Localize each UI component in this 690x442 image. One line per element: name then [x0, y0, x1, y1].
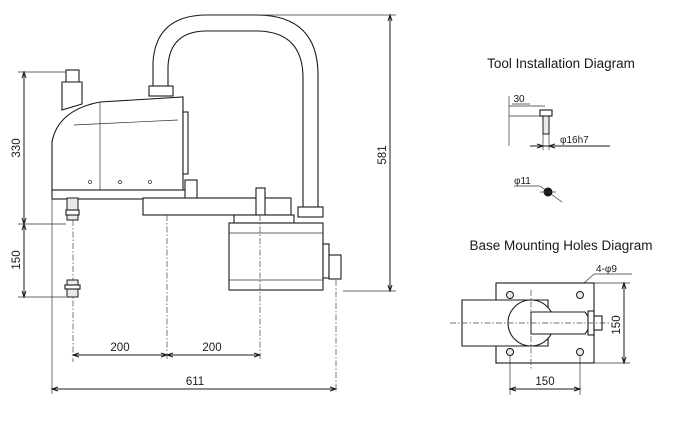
dim-tool-hole-dia: φ11	[514, 176, 531, 187]
arm2-connector	[328, 254, 342, 280]
dim-base-vertical-150: 150	[611, 315, 623, 334]
tool-installation-diagram: Tool Installation Diagram 30 φ16h7 φ11	[487, 56, 635, 203]
main-dimensions: 330 150 581 200 200 611	[11, 13, 396, 394]
dim-height-330: 330	[11, 138, 23, 157]
arm1-side-panel	[182, 111, 189, 175]
mounting-hole-tr	[576, 291, 584, 299]
arm2-housing	[228, 222, 324, 291]
tool-flange	[539, 109, 553, 117]
mounting-hole-br	[576, 348, 584, 356]
heading-base-mounting: Base Mounting Holes Diagram	[469, 238, 652, 253]
dim-length-611: 611	[186, 376, 204, 388]
dim-tool-shaft-dia: φ16h7	[560, 135, 589, 146]
mounting-hole-bl	[506, 348, 514, 356]
dim-stroke-150: 150	[11, 250, 23, 269]
arm2-link	[142, 197, 292, 216]
mounting-hole-tl	[506, 291, 514, 299]
cable-conduit	[152, 14, 319, 213]
shaft-top-cap	[65, 69, 80, 83]
dim-base-horizontal-150: 150	[535, 376, 554, 388]
dim-tool-30: 30	[513, 94, 525, 105]
joint2-post	[255, 187, 266, 216]
conduit-fitting-bottom	[297, 206, 324, 218]
base-mounting-diagram: Base Mounting Holes Diagram 4-φ9 150	[450, 238, 653, 395]
dim-height-581: 581	[377, 145, 389, 164]
robot-side-view	[51, 14, 342, 392]
heading-tool-installation: Tool Installation Diagram	[487, 56, 635, 71]
shaft-upper	[66, 197, 79, 221]
tool-shaft	[542, 115, 550, 135]
dim-arm1-200: 200	[110, 342, 129, 354]
dim-arm2-200: 200	[202, 342, 221, 354]
arm1-housing	[51, 96, 184, 191]
conduit-fitting-top	[148, 85, 174, 97]
dim-base-holes: 4-φ9	[596, 264, 617, 275]
